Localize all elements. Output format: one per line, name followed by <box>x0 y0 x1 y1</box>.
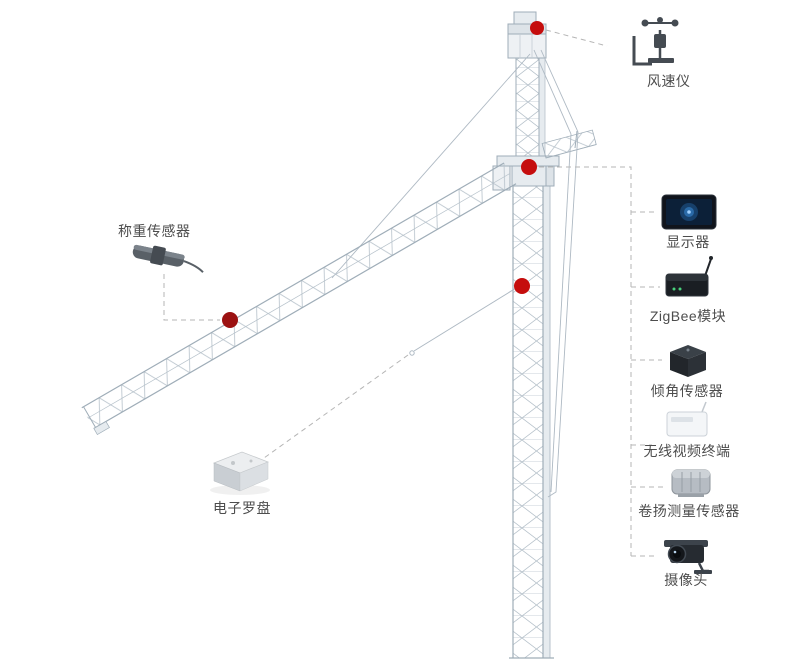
connector-right-trunk <box>539 166 632 556</box>
hoist-line <box>409 284 522 356</box>
wireless-video-icon <box>666 401 708 437</box>
zigbee-icon <box>665 256 713 297</box>
anemometer-marker <box>530 21 544 35</box>
upper-mast <box>515 58 546 158</box>
jib-marker <box>222 312 238 328</box>
slewing-marker <box>521 159 537 175</box>
tower-head <box>507 11 547 59</box>
load-sensor-icon <box>132 244 204 273</box>
display-icon <box>661 194 717 230</box>
anemometer-icon <box>632 17 679 66</box>
connector-load-sensor <box>163 274 220 321</box>
compass-icon <box>210 451 270 495</box>
jib <box>81 162 517 436</box>
connector-compass <box>263 354 409 459</box>
load-sensor-label: 称重传感器 <box>118 223 191 239</box>
connector-anemometer <box>545 29 608 47</box>
pendant-cables <box>331 49 579 498</box>
trolley-marker <box>514 278 530 294</box>
callout-connectors <box>163 29 664 557</box>
tilt-sensor-label: 倾角传感器 <box>650 383 724 399</box>
counter-jib-strut <box>574 130 578 149</box>
camera-icon <box>664 540 712 574</box>
crane-illustration <box>81 11 597 659</box>
counter-jib <box>541 129 597 159</box>
camera-label: 摄像头 <box>664 572 708 588</box>
wireless-video-label: 无线视频终端 <box>643 443 731 459</box>
display-label: 显示器 <box>666 234 710 250</box>
anemometer-label: 风速仪 <box>647 73 691 89</box>
main-mast <box>509 178 554 659</box>
hoist-sensor-icon <box>671 469 711 497</box>
compass-label: 电子罗盘 <box>213 500 271 516</box>
sensor-markers <box>222 21 544 328</box>
hoist-sensor-label: 卷扬测量传感器 <box>638 503 740 519</box>
zigbee-label: ZigBee模块 <box>649 308 727 324</box>
tilt-sensor-icon <box>670 345 706 377</box>
